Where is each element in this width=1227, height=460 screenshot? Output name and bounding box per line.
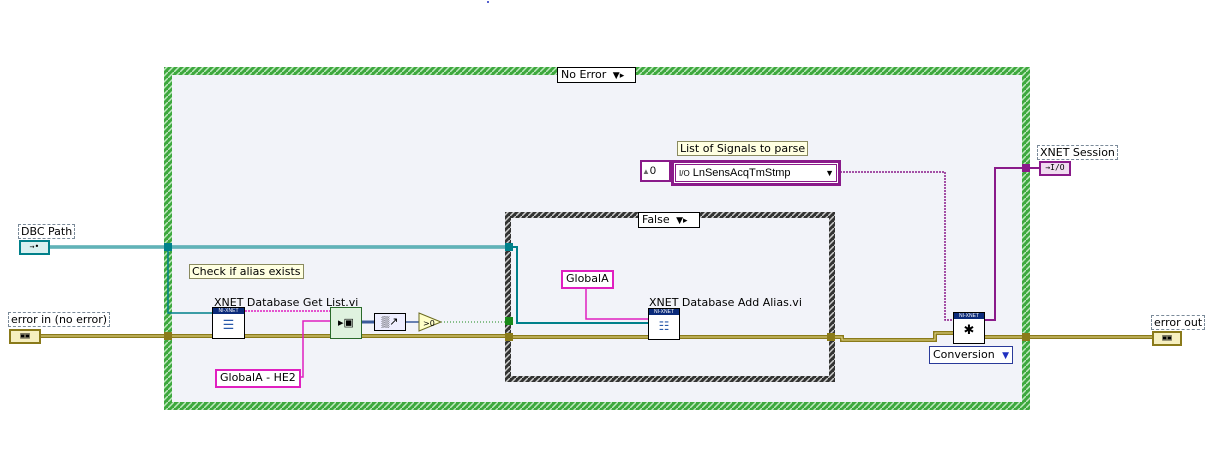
error-wire bbox=[40, 331, 1153, 342]
xnet-add-alias-subvi[interactable]: NI-XNET ☷ bbox=[648, 308, 680, 340]
signal-wire bbox=[840, 167, 1039, 321]
chevron-down-icon: ▼▸ bbox=[676, 216, 688, 226]
get-list-header: NI-XNET bbox=[213, 308, 244, 314]
signals-list-label: List of Signals to parse bbox=[677, 141, 809, 156]
signals-array-constant[interactable]: I/O LnSensAcqTmStmp ▼ bbox=[671, 160, 841, 186]
outer-case-label: No Error bbox=[561, 68, 607, 81]
conversion-ring[interactable]: Conversion ▼ bbox=[929, 346, 1014, 364]
dbc-path-label: DBC Path bbox=[18, 224, 76, 239]
conversion-label: Conversion bbox=[933, 348, 995, 361]
error-out-terminal[interactable]: ▣▣ bbox=[1152, 331, 1182, 346]
globala-he2-constant[interactable]: GlobalA - HE2 bbox=[215, 369, 301, 388]
error-in-terminal[interactable]: ▣▣ bbox=[9, 329, 41, 344]
xnet-session-terminal[interactable]: →I/O bbox=[1039, 161, 1071, 176]
array-size-node[interactable]: ▒↗ bbox=[374, 313, 406, 331]
outer-case-selector[interactable]: No Error ▼▸ bbox=[557, 67, 636, 83]
signal-name: LnSensAcqTmStmp bbox=[692, 167, 791, 179]
array-size-icon: ▒↗ bbox=[381, 316, 399, 328]
chevron-down-icon: ▼ bbox=[825, 168, 834, 178]
add-alias-header: NI-XNET bbox=[649, 309, 679, 315]
database-icon: ☰ bbox=[222, 317, 235, 332]
inner-case-selector[interactable]: False ▼▸ bbox=[638, 212, 700, 228]
path-wire bbox=[50, 245, 648, 324]
inner-case-frame[interactable] bbox=[505, 212, 835, 382]
search-icon: ▸▣ bbox=[338, 317, 354, 329]
globala-constant[interactable]: GlobalA bbox=[561, 270, 614, 289]
chevron-down-icon: ▼▸ bbox=[612, 71, 625, 81]
signals-index-value: 0 bbox=[649, 165, 657, 177]
io-icon: I/O bbox=[679, 169, 690, 178]
session-header: NI-XNET bbox=[954, 313, 984, 319]
signal-ring[interactable]: I/O LnSensAcqTmStmp ▼ bbox=[675, 164, 837, 182]
xnet-get-list-subvi[interactable]: NI-XNET ☰ bbox=[212, 307, 245, 339]
signals-index-box[interactable]: ▲0 bbox=[640, 160, 671, 182]
add-alias-vi-label: XNET Database Add Alias.vi bbox=[649, 296, 802, 309]
xnet-session-subvi[interactable]: NI-XNET ✱ bbox=[953, 312, 985, 344]
database-add-icon: ☷ bbox=[658, 319, 670, 333]
greater-than-zero-node[interactable]: >0 bbox=[418, 312, 443, 332]
dot-marker bbox=[487, 1, 489, 3]
xnet-session-label: XNET Session bbox=[1037, 145, 1118, 160]
search-array-node[interactable]: ▸▣ bbox=[330, 307, 362, 339]
get-list-vi-label: XNET Database Get List.vi bbox=[214, 296, 359, 309]
error-out-label: error out bbox=[1151, 315, 1206, 330]
session-create-icon: ✱ bbox=[963, 322, 975, 337]
inner-case-label: False bbox=[642, 213, 670, 226]
svg-text:>0: >0 bbox=[423, 319, 435, 328]
dbc-path-terminal[interactable]: →• bbox=[19, 240, 50, 255]
tunnels bbox=[164, 164, 1030, 341]
check-alias-comment: Check if alias exists bbox=[189, 264, 304, 279]
chevron-down-icon: ▼ bbox=[1002, 351, 1010, 361]
error-in-label: error in (no error) bbox=[8, 312, 111, 327]
